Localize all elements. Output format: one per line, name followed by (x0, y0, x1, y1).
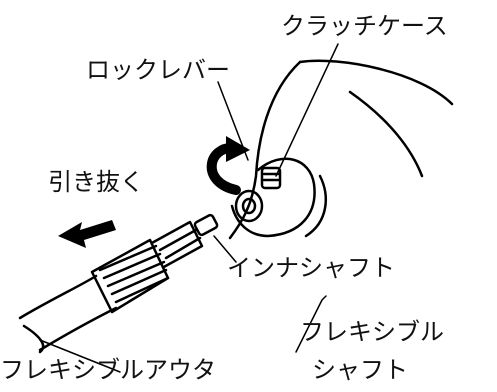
label-clutch-case: クラッチケース (281, 12, 448, 40)
label-inner-shaft: インナシャフト (227, 254, 395, 282)
housing-outline (228, 60, 302, 240)
housing-right (304, 174, 327, 238)
inner-shaft (193, 213, 219, 237)
lock-lever (260, 166, 282, 190)
leader-inner (213, 235, 237, 263)
leader-lever (217, 81, 249, 161)
housing-body (298, 59, 454, 178)
pull-arrow (58, 220, 116, 248)
leader-flex-shaft (295, 295, 327, 353)
label-flexible-shaft-line2: シャフト (312, 356, 408, 384)
clutch-case-socket (234, 189, 264, 223)
label-lock-lever: ロックレバー (86, 56, 230, 84)
label-pull-out: 引き抜く (48, 168, 144, 196)
label-flexible-outer: フレキシブルアウタ (0, 356, 216, 384)
leader-clutch (275, 43, 339, 177)
flexible-outer (18, 274, 118, 352)
label-flexible-shaft-line1: フレキシブル (300, 318, 444, 346)
leader-flex-outer (39, 339, 121, 373)
housing-lower (230, 157, 316, 238)
